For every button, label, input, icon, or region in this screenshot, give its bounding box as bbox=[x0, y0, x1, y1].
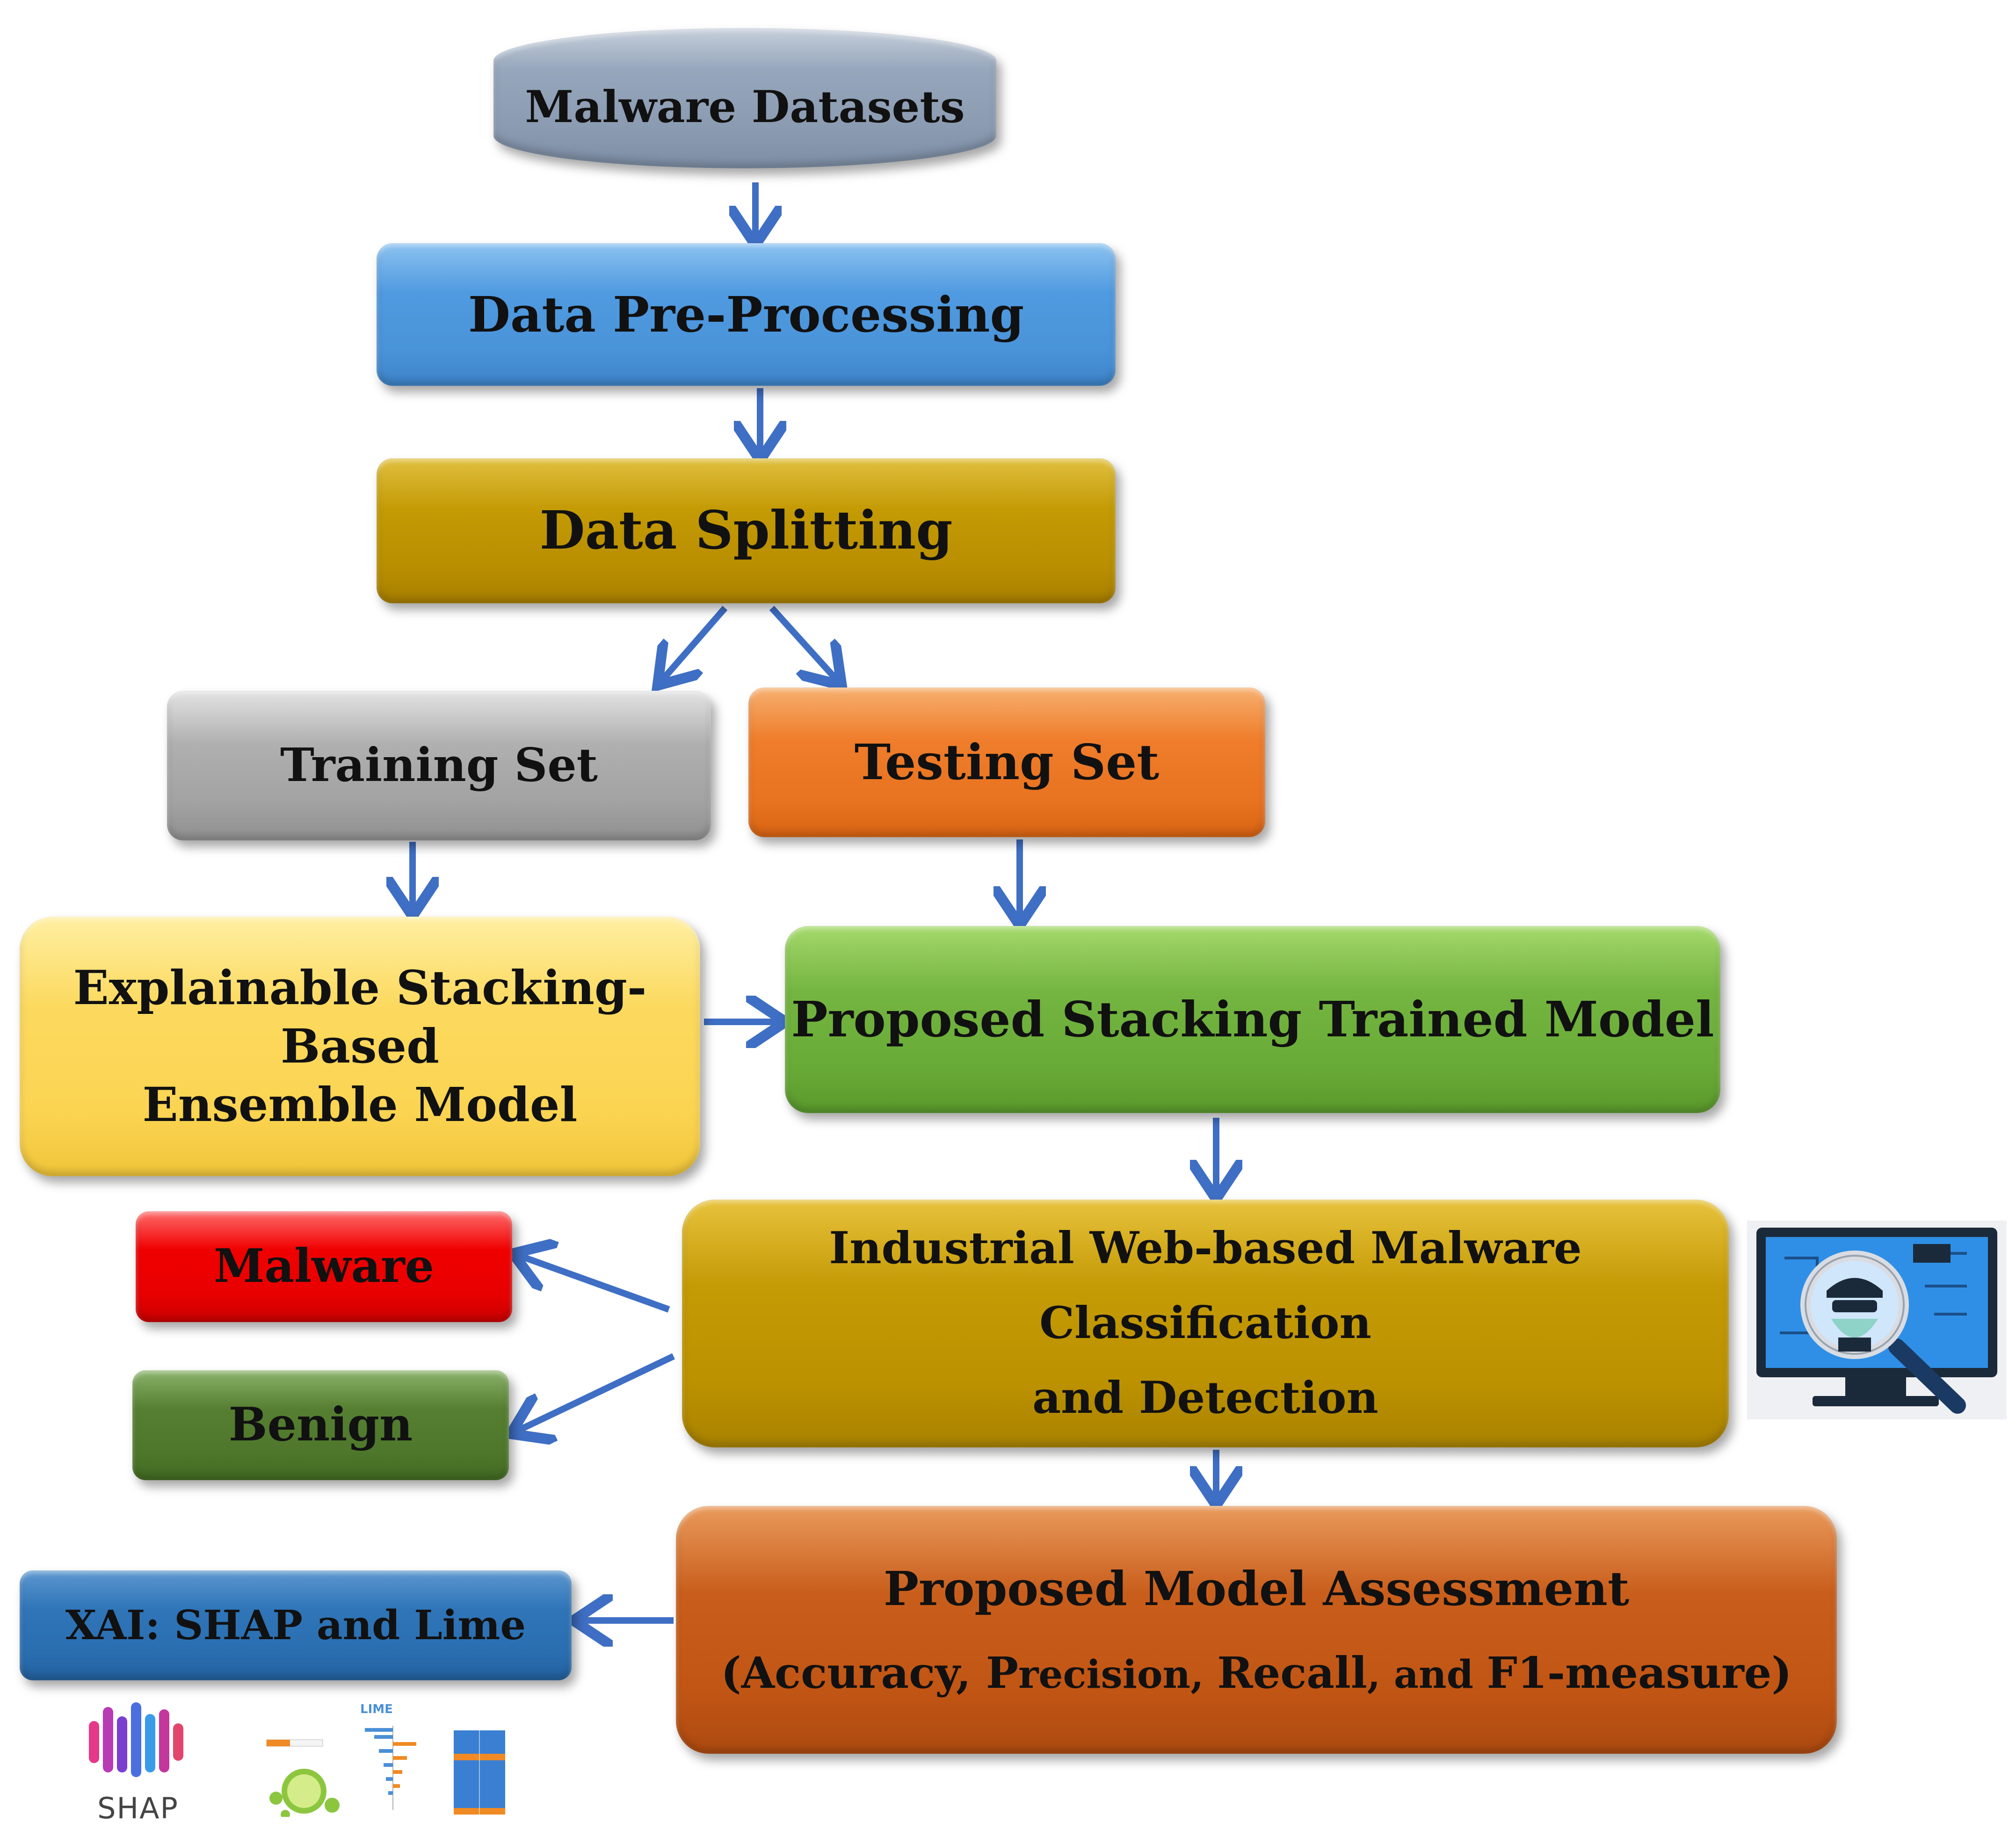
ensemble-model-label-line2: Ensemble Model bbox=[142, 1077, 578, 1132]
benign-output-node: Benign bbox=[132, 1370, 509, 1480]
lime-thumbnail-graphic bbox=[266, 1726, 505, 1819]
malware-detection-label-line1: Industrial Web-based Malware Classificat… bbox=[829, 1222, 1582, 1349]
xai-node: XAI: SHAP and Lime bbox=[20, 1570, 572, 1680]
malware-detection-node: Industrial Web-based Malware Classificat… bbox=[682, 1200, 1729, 1447]
data-splitting-label: Data Splitting bbox=[539, 500, 953, 561]
lime-explanation-thumbnail: LIME bbox=[257, 1702, 510, 1819]
metric-precision-rest: recision, bbox=[1018, 1652, 1218, 1697]
training-set-label: Training Set bbox=[280, 738, 598, 792]
metrics-and: , and bbox=[1367, 1652, 1487, 1697]
data-splitting-node: Data Splitting bbox=[377, 458, 1116, 603]
metrics-close-paren: ) bbox=[1771, 1648, 1792, 1698]
detective-monitor-icon bbox=[1747, 1221, 2007, 1419]
shap-logo-icon: SHAP bbox=[89, 1702, 187, 1825]
data-preprocessing-node: Data Pre-Processing bbox=[377, 243, 1116, 386]
shap-logo-label: SHAP bbox=[97, 1791, 179, 1825]
metric-accuracy: Accuracy, bbox=[741, 1648, 986, 1698]
testing-set-node: Testing Set bbox=[748, 687, 1265, 837]
model-assessment-node: Proposed Model Assessment (Accuracy, Pre… bbox=[676, 1506, 1837, 1754]
xai-label: XAI: SHAP and Lime bbox=[65, 1601, 526, 1649]
metric-precision-initial: P bbox=[986, 1648, 1019, 1698]
malware-detection-label-line2: and Detection bbox=[1032, 1372, 1378, 1424]
stacking-trained-model-label: Proposed Stacking Trained Model bbox=[791, 991, 1714, 1048]
arrow-splitting-to-testing bbox=[769, 606, 837, 680]
metric-recall: Recall bbox=[1217, 1648, 1367, 1698]
malware-datasets-label: Malware Datasets bbox=[525, 81, 965, 133]
training-set-node: Training Set bbox=[167, 691, 711, 840]
testing-set-label: Testing Set bbox=[854, 733, 1160, 791]
arrow-detection-to-malware bbox=[519, 1256, 670, 1313]
ensemble-model-label-line1: Explainable Stacking-Based bbox=[73, 960, 647, 1074]
lime-title: LIME bbox=[360, 1702, 393, 1716]
ensemble-model-node: Explainable Stacking-Based Ensemble Mode… bbox=[20, 917, 700, 1176]
benign-output-label: Benign bbox=[228, 1398, 413, 1452]
malware-datasets-node: Malware Datasets bbox=[493, 28, 996, 168]
arrow-splitting-to-training bbox=[662, 606, 728, 680]
model-assessment-title: Proposed Model Assessment bbox=[883, 1561, 1630, 1616]
stacking-trained-model-node: Proposed Stacking Trained Model bbox=[785, 926, 1720, 1113]
metric-f1: F1-measure bbox=[1487, 1648, 1772, 1698]
metrics-open-paren: ( bbox=[721, 1648, 741, 1698]
malware-output-node: Malware bbox=[136, 1211, 512, 1322]
model-assessment-metrics: (Accuracy, Precision, Recall, and F1-mea… bbox=[721, 1646, 1792, 1700]
malware-output-label: Malware bbox=[213, 1239, 435, 1294]
shap-logo-bars bbox=[89, 1702, 187, 1782]
arrow-detection-to-benign bbox=[517, 1353, 675, 1431]
data-preprocessing-label: Data Pre-Processing bbox=[468, 285, 1024, 343]
